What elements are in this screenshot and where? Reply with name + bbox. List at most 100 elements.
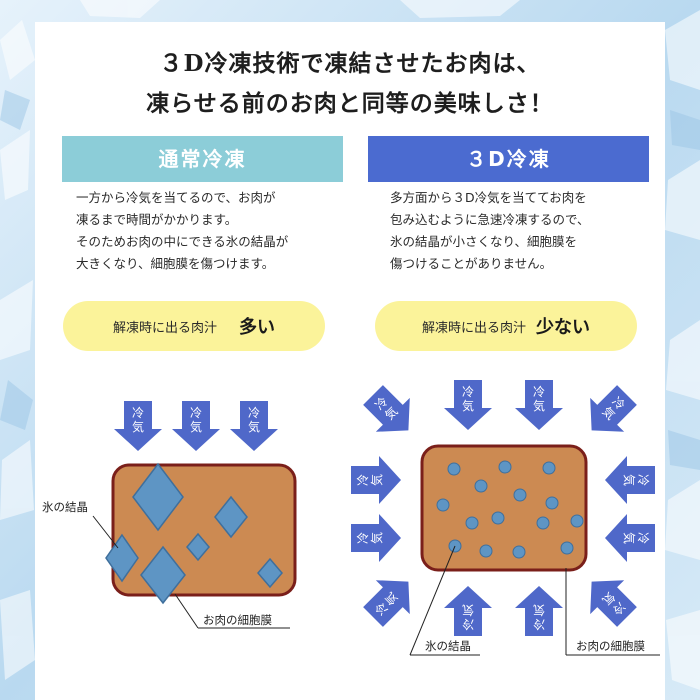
cold-air-arrow: 冷気 (363, 385, 410, 432)
cold-air-arrow: 冷気 (351, 514, 401, 562)
arrow-label-char: 冷 (533, 617, 545, 631)
ice-crystal-small (447, 462, 461, 476)
arrow-label-char: 冷 (190, 406, 202, 420)
arrow-label-char: 冷 (248, 406, 260, 420)
meat-block (420, 444, 588, 572)
crystal-label: 氷の結晶 (425, 639, 471, 653)
drip-label: 解凍時に出る肉汁 (421, 320, 526, 336)
ice-crystal-small (570, 514, 584, 528)
arrow-label-char: 冷 (132, 406, 144, 420)
arrow-label-char: 気 (369, 532, 384, 544)
ice-crystal-small (479, 544, 493, 558)
ice-crystal-small (465, 516, 479, 530)
cold-air-arrow: 冷気 (590, 580, 637, 627)
arrow-shape (515, 380, 563, 430)
arrow-shape (114, 401, 162, 451)
normal-freeze-description: 一方から冷気を当てるので、お肉が 凍るまで時間がかかります。 そのためお肉の中に… (76, 187, 346, 275)
desc-line: 氷の結晶が小さくなり、細胞膜を (390, 234, 578, 249)
desc-line: 傷つけることがありません。 (390, 256, 553, 271)
cold-air-arrow: 冷気 (444, 380, 492, 430)
arrow-label-char: 気 (462, 398, 474, 413)
cold-air-arrow: 冷気 (114, 401, 162, 451)
arrow-label-char: 冷 (636, 532, 650, 544)
drip-value: 少ない (536, 317, 590, 338)
arrow-shape (444, 380, 492, 430)
arrow-shape (515, 586, 563, 636)
cold-air-arrow: 冷気 (605, 456, 655, 504)
arrow-label-char: 冷 (462, 385, 474, 399)
arrow-label-char: 冷 (462, 617, 474, 631)
ice-crystal-large (186, 532, 210, 562)
desc-line: 一方から冷気を当てるので、お肉が (76, 190, 276, 205)
arrow-label-char: 冷 (533, 385, 545, 399)
arrow-label-char: 気 (369, 474, 384, 486)
arrow-shape (363, 385, 410, 432)
ice-crystal-small (512, 545, 526, 559)
ice-crystal-small (474, 479, 488, 493)
cold-air-arrow: 冷気 (172, 401, 220, 451)
desc-line: 凍るまで時間がかかります。 (76, 212, 238, 227)
arrow-label-char: 気 (462, 603, 474, 618)
arrow-shape (590, 385, 637, 432)
cold-air-arrow: 冷気 (230, 401, 278, 451)
ice-crystal-small (498, 460, 512, 474)
headline-line-2: 凍らせる前のお肉と同等の美味しさ！ (146, 90, 554, 117)
membrane-leader-line (174, 593, 199, 629)
crystal-leader-line (409, 545, 456, 656)
desc-line: 大きくなり、細胞膜を傷つけます。 (76, 256, 275, 271)
3d-freeze-header: ３D冷凍 (368, 136, 649, 182)
drip-value: 多い (239, 317, 275, 338)
arrow-label-char: 気 (132, 419, 144, 434)
arrow-shape (351, 514, 401, 562)
normal-freeze-header: 通常冷凍 (62, 136, 343, 182)
arrow-label-char: 冷 (356, 532, 370, 544)
ice-crystal-large (105, 533, 139, 583)
arrow-label-char: 冷 (636, 474, 650, 486)
arrow-label-char: 気 (622, 474, 637, 486)
arrow-label-char: 気 (622, 532, 637, 544)
ice-crystal-large (257, 557, 283, 589)
arrow-label-char: 冷 (356, 474, 370, 486)
cold-air-arrow: 冷気 (515, 380, 563, 430)
arrow-label-char: 気 (533, 603, 545, 618)
arrow-shape (590, 580, 637, 627)
desc-line: 多方面から３D冷気を当ててお肉を (390, 190, 587, 205)
ice-crystal-small (436, 498, 450, 512)
cold-air-arrow: 冷気 (515, 586, 563, 636)
ice-crystal-small (513, 488, 527, 502)
ice-crystal-large (140, 545, 186, 605)
arrow-shape (605, 514, 655, 562)
arrow-shape (363, 580, 410, 627)
membrane-label: お肉の細胞膜 (576, 639, 645, 653)
cold-air-arrow: 冷気 (590, 385, 637, 432)
headline-line-1: ３D冷凍技術で凍結させたお肉は、 (159, 50, 541, 77)
3d-freeze-description: 多方面から３D冷気を当ててお肉を 包み込むように急速冷凍するので、 氷の結晶が小… (390, 187, 670, 275)
ice-crystal-small (545, 496, 559, 510)
cold-air-arrow: 冷気 (351, 456, 401, 504)
membrane-label: お肉の細胞膜 (203, 613, 272, 627)
desc-line: 包み込むように急速冷凍するので、 (390, 212, 590, 227)
arrow-shape (444, 586, 492, 636)
cold-air-arrow: 冷気 (363, 580, 410, 627)
3d-drip-pill: 解凍時に出る肉汁 少ない (375, 301, 637, 351)
arrow-shape (172, 401, 220, 451)
arrow-shape (605, 456, 655, 504)
cold-air-arrow: 冷気 (444, 586, 492, 636)
drip-label: 解凍時に出る肉汁 (112, 320, 217, 336)
ice-crystal-small (560, 541, 574, 555)
arrow-label-char: 気 (533, 398, 545, 413)
desc-line: そのためお肉の中にできる氷の結晶が (76, 234, 289, 249)
ice-crystal-small (536, 516, 550, 530)
ice-crystal-small (542, 461, 556, 475)
ice-crystal-large (132, 462, 184, 532)
arrow-shape (351, 456, 401, 504)
crystal-leader-line (92, 515, 119, 549)
crystal-label: 氷の結晶 (42, 500, 88, 514)
arrow-shape (230, 401, 278, 451)
cold-air-arrow: 冷気 (605, 514, 655, 562)
ice-crystal-small (491, 511, 505, 525)
arrow-label-char: 気 (190, 419, 202, 434)
arrow-label-char: 気 (248, 419, 260, 434)
ice-crystal-large (214, 495, 248, 539)
content-panel: ３D冷凍技術で凍結させたお肉は、 凍らせる前のお肉と同等の美味しさ！ 通常冷凍 … (35, 22, 665, 700)
